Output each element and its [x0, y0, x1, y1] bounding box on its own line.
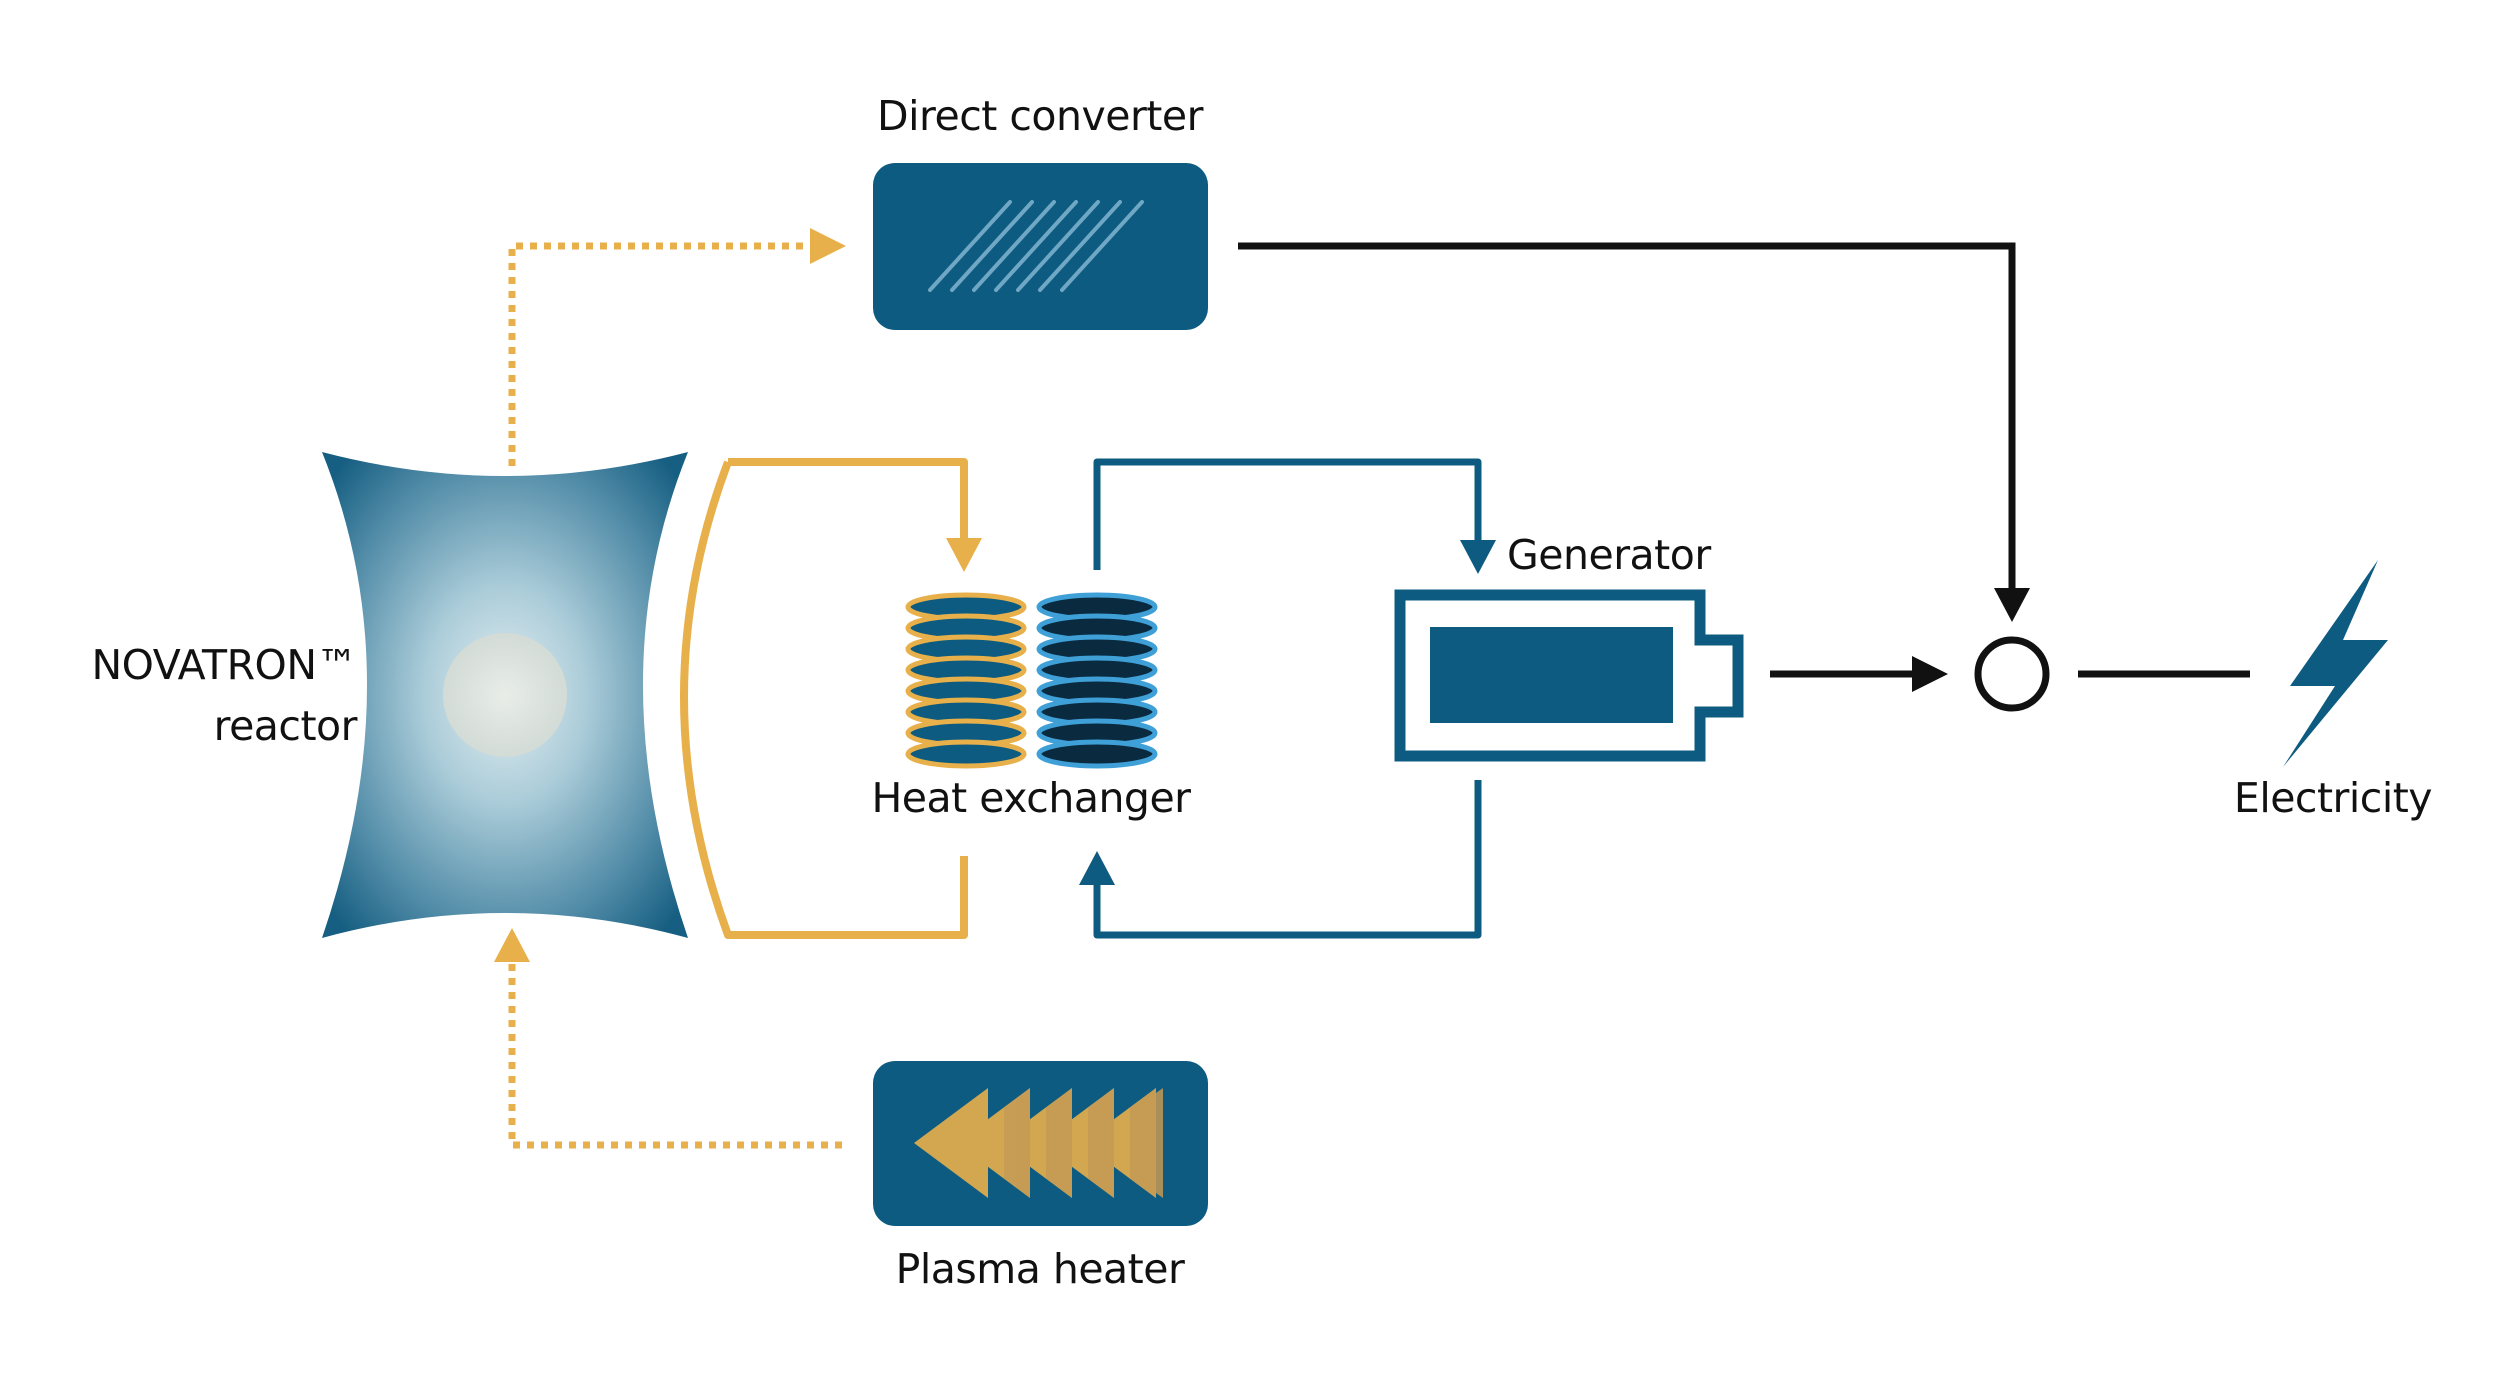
reactor-to-converter-flow: [508, 228, 846, 466]
junction-circle-icon: [1974, 636, 2050, 712]
heat-exchanger-label: Heat exchanger: [871, 774, 1191, 822]
plasma-heater-label: Plasma heater: [895, 1245, 1185, 1293]
lightning-bolt-icon: [2283, 560, 2388, 767]
generator-to-junction-flow: [1770, 656, 1948, 692]
electricity-label: Electricity: [2233, 774, 2433, 822]
generator-input-arrow-icon: [1460, 540, 1496, 574]
direct-converter-label: Direct converter: [877, 92, 1203, 140]
reactor-label-line1: NOVATRON™: [91, 641, 358, 689]
exchanger-return-arrow-icon: [1079, 851, 1115, 885]
plasma-heater-icon: [873, 1061, 1208, 1226]
direct-converter-icon: [873, 163, 1208, 330]
junction-input-arrow-icon: [1994, 588, 2030, 622]
hot-loop-arrow-icon: [946, 538, 982, 572]
generator-label: Generator: [1507, 531, 1711, 579]
heater-to-reactor-flow: [494, 928, 842, 1149]
battery-icon: [1394, 589, 1744, 762]
reactor-input-arrow-icon: [494, 928, 530, 962]
generator-output-arrow-icon: [1912, 656, 1948, 692]
reactor-label-line2: reactor: [213, 702, 358, 750]
converter-input-arrow-icon: [810, 228, 846, 264]
steam-loop: [1079, 458, 1496, 939]
reactor-icon: [322, 452, 688, 938]
hot-loop: [680, 458, 982, 939]
heat-exchanger-icon: [905, 592, 1158, 769]
converter-to-junction-flow: [1238, 242, 2030, 622]
